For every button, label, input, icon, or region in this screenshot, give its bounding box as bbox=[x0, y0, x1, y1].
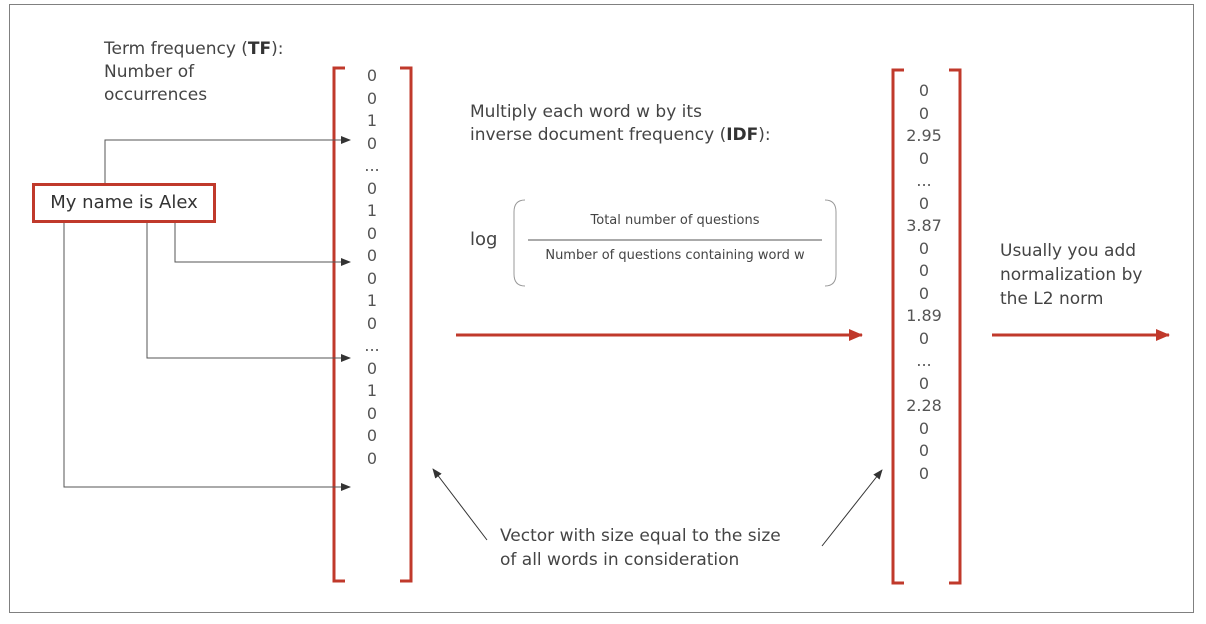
norm-label-line2: normalization by bbox=[1000, 265, 1143, 285]
tf-vector-cell: 0 bbox=[366, 178, 378, 198]
connector-is bbox=[146, 223, 351, 362]
tfidf-vector-cell: 0 bbox=[918, 103, 930, 123]
norm-label-line1: Usually you add bbox=[1000, 241, 1137, 261]
tf-vector: 0 0 1 0... 0 1 0 0 0 1 0... 0 1 0 0 0 bbox=[342, 65, 402, 470]
connector-name bbox=[174, 223, 351, 266]
tfidf-vector-cell: 0 bbox=[918, 81, 930, 100]
tf-title: Term frequency (TF): bbox=[104, 39, 284, 59]
tf-vector-cell: 0 bbox=[366, 358, 378, 378]
tfidf-vector: 0 0 2.95 0... 0 3.87 0 0 0 1.89 0... 0 2.28 0 0 0 bbox=[894, 80, 954, 485]
tf-vector-cell: 0 bbox=[366, 403, 378, 423]
tf-vector-cell: 0 bbox=[366, 448, 378, 468]
tf-vector-cell: 1 bbox=[366, 291, 378, 310]
vector-note-line1: Vector with size equal to the size bbox=[500, 526, 781, 546]
word-connectors bbox=[63, 136, 351, 491]
tf-vector-cell: 0 bbox=[366, 88, 378, 108]
tf-vector-cell: ... bbox=[364, 336, 380, 355]
formula-log: log bbox=[470, 229, 498, 250]
tf-vector-cell: 1 bbox=[366, 381, 378, 400]
tfidf-vector-cell: ... bbox=[916, 351, 932, 370]
tf-vector-cell: 0 bbox=[366, 66, 378, 85]
tfidf-vector-cell: 0 bbox=[918, 328, 930, 348]
tf-vector-cell: 0 bbox=[366, 426, 378, 445]
formula-brackets bbox=[513, 199, 837, 287]
tf-vector-bracket bbox=[332, 66, 413, 583]
norm-label-line3: the L2 norm bbox=[1000, 289, 1104, 309]
tf-vector-cell: 0 bbox=[366, 268, 378, 288]
tfidf-vector-cell: 0 bbox=[918, 261, 930, 280]
tfidf-vector-cell: 2.95 bbox=[906, 126, 942, 145]
tf-vector-cell: 0 bbox=[366, 223, 378, 243]
formula-numerator: Total number of questions bbox=[590, 213, 760, 228]
formula-denominator: Number of questions containing word w bbox=[545, 248, 805, 263]
idf-title-line1: Multiply each word w by its bbox=[470, 102, 702, 122]
tfidf-vector-cell: 1.89 bbox=[906, 306, 942, 325]
tf-vector-cell: ... bbox=[364, 156, 380, 175]
tf-subtitle-line2: occurrences bbox=[104, 85, 208, 105]
tfidf-vector-cell: 0 bbox=[918, 441, 930, 460]
tf-vector-cell: 0 bbox=[366, 133, 378, 153]
tf-vector-cell: 0 bbox=[366, 313, 378, 333]
tfidf-vector-cell: 0 bbox=[918, 148, 930, 168]
tfidf-vector-bracket bbox=[891, 68, 962, 585]
tfidf-vector-cell: 0 bbox=[918, 418, 930, 438]
tf-vector-cell: 1 bbox=[366, 201, 378, 220]
note-arrow-left bbox=[432, 468, 488, 541]
tfidf-vector-cell: 3.87 bbox=[906, 216, 942, 235]
tfidf-vector-cell: 2.28 bbox=[906, 396, 942, 415]
diagram-border bbox=[9, 4, 1194, 613]
tf-subtitle-line1: Number of bbox=[104, 62, 195, 82]
tf-vector-cell: 0 bbox=[366, 246, 378, 265]
connector-my bbox=[104, 136, 351, 183]
tfidf-vector-cell: 0 bbox=[918, 283, 930, 303]
input-sentence-box: My name is Alex bbox=[32, 183, 216, 223]
tfidf-vector-cell: 0 bbox=[918, 193, 930, 213]
connector-alex bbox=[63, 223, 351, 491]
tfidf-vector-cell: 0 bbox=[918, 463, 930, 483]
vector-note-line2: of all words in consideration bbox=[500, 550, 740, 570]
tf-vector-cell: 1 bbox=[366, 111, 378, 130]
tfidf-vector-cell: 0 bbox=[918, 373, 930, 393]
tfidf-vector-cell: 0 bbox=[918, 238, 930, 258]
tfidf-vector-cell: ... bbox=[916, 171, 932, 190]
note-arrow-right bbox=[821, 469, 883, 547]
idf-title-line2: inverse document frequency (IDF): bbox=[470, 125, 771, 145]
